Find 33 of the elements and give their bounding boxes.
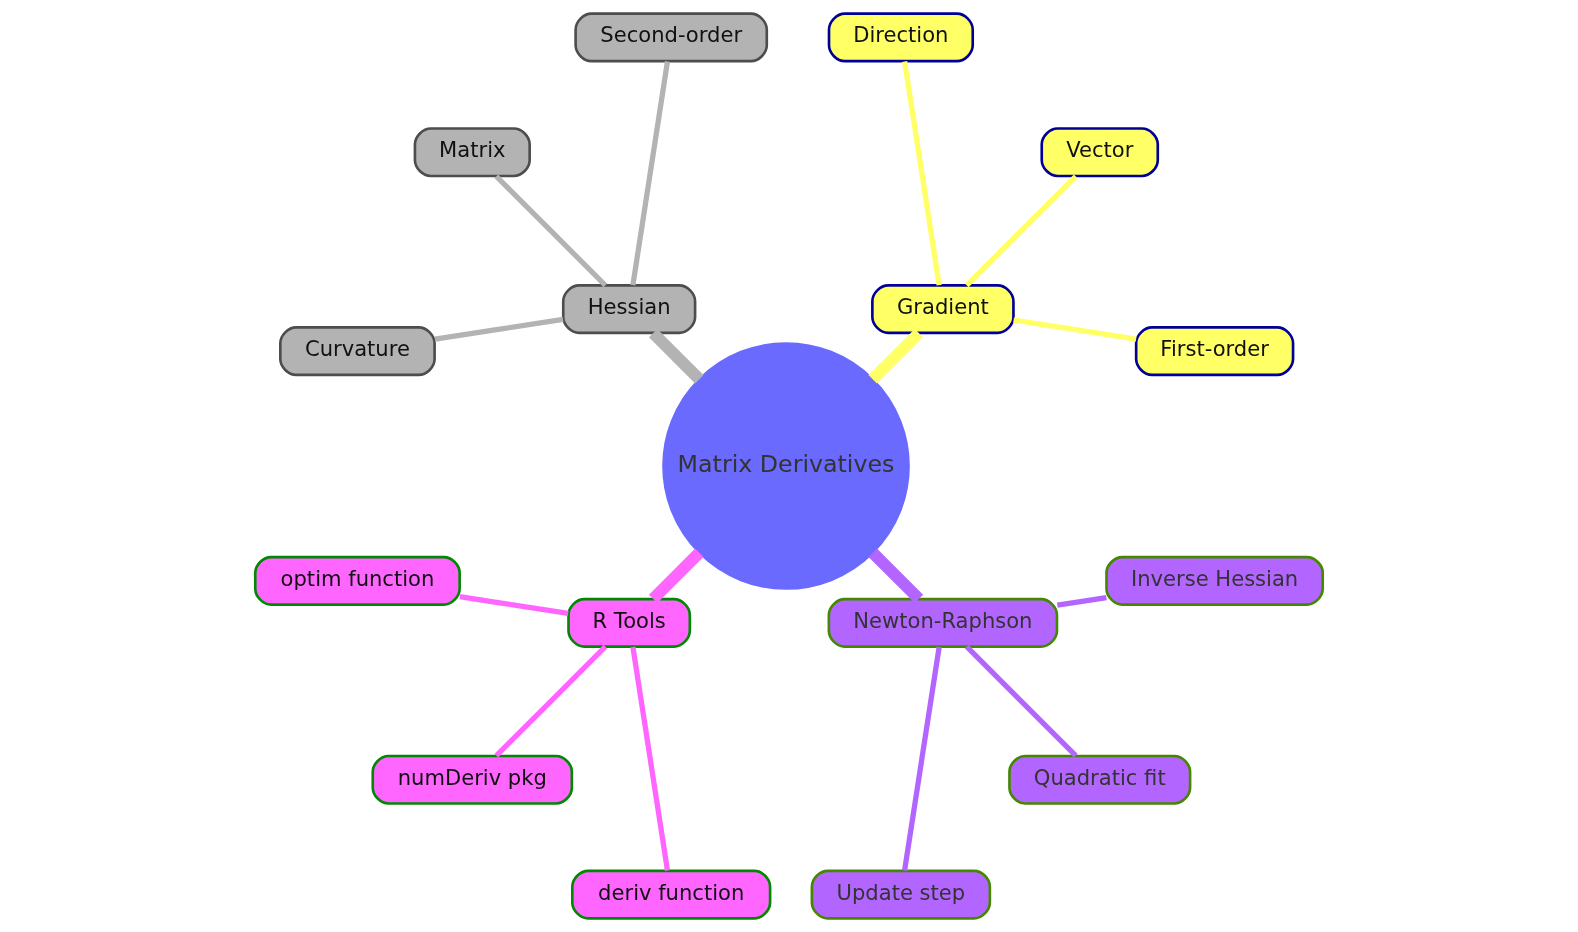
node-box: Gradient	[871, 284, 1015, 335]
connector	[1013, 317, 1137, 342]
node-box: Second-order	[574, 12, 769, 63]
connector	[434, 316, 564, 342]
connector	[630, 61, 671, 286]
connector	[1056, 594, 1107, 608]
node-box: Vector	[1040, 127, 1160, 178]
node-box: R Tools	[567, 597, 692, 648]
node-box: numDeriv pkg	[371, 754, 574, 805]
connector	[964, 174, 1078, 288]
node-box: optim function	[253, 555, 461, 606]
node-box: deriv function	[571, 869, 772, 920]
connector	[902, 61, 942, 286]
connector	[868, 548, 924, 604]
node-circle: Matrix Derivatives	[662, 342, 910, 590]
connector	[648, 548, 704, 604]
node-box: Direction	[827, 12, 975, 63]
connector	[902, 646, 942, 871]
connector	[630, 646, 671, 871]
node-box: First-order	[1134, 326, 1295, 377]
connector	[494, 174, 608, 288]
node-box: Inverse Hessian	[1105, 555, 1325, 606]
connector	[868, 328, 924, 384]
connector	[494, 644, 608, 758]
node-box: Matrix	[413, 127, 531, 178]
node-box: Quadratic fit	[1008, 754, 1192, 805]
node-box: Newton-Raphson	[827, 597, 1059, 648]
connector	[964, 644, 1078, 758]
node-box: Curvature	[279, 326, 436, 377]
connector	[459, 594, 569, 617]
node-box: Hessian	[561, 284, 697, 335]
connector	[648, 328, 704, 384]
node-box: Update step	[810, 869, 992, 920]
